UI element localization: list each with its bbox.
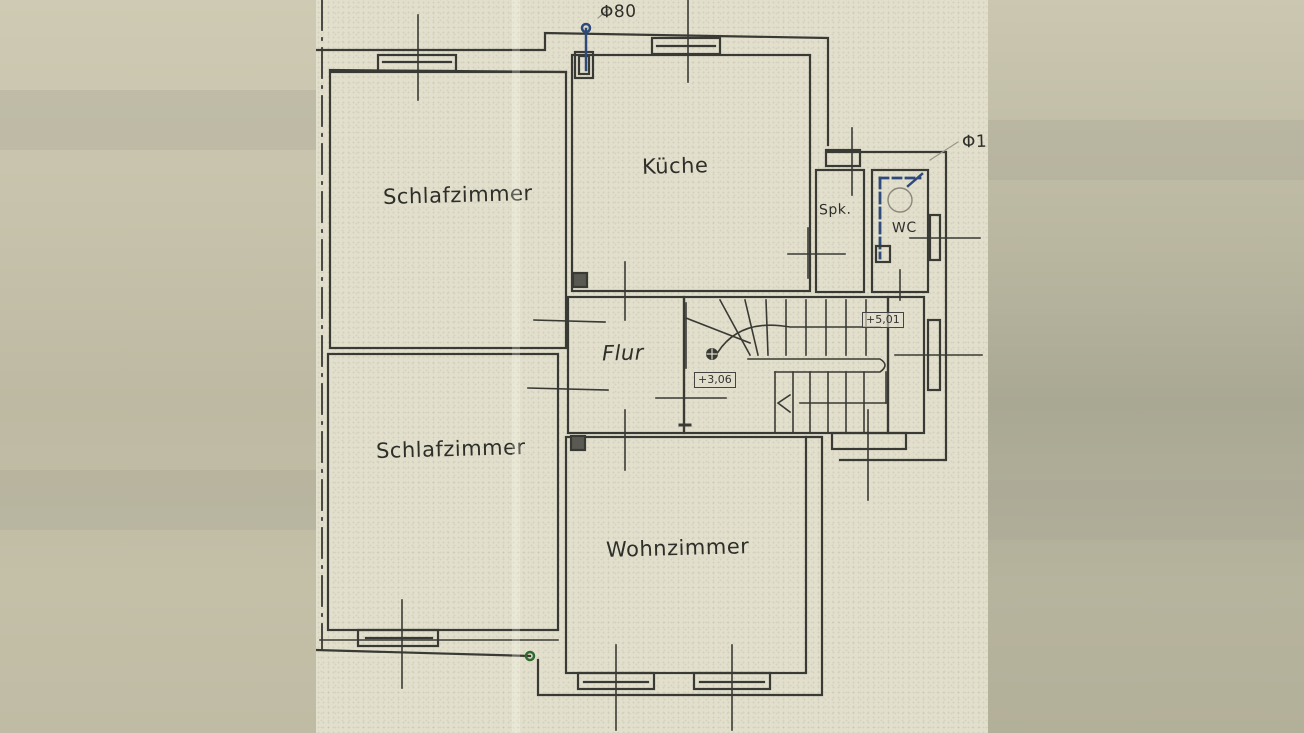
level-marker-lower: +3,06: [694, 372, 736, 388]
pipe-diameter-label-top: Φ80: [599, 1, 637, 23]
room-label-speisekammer: Spk.: [818, 201, 852, 219]
level-marker-upper: +5,01: [862, 312, 904, 328]
room-label-wohnzimmer: Wohnzimmer: [605, 534, 750, 562]
blurred-background-left: [0, 0, 316, 733]
room-label-flur: Flur: [601, 340, 645, 366]
floor-plan-drawing: [316, 0, 983, 731]
room-label-kueche: Küche: [641, 153, 709, 179]
pipe-diameter-label-right: Φ1: [961, 131, 988, 153]
room-label-schlafzimmer-2: Schlafzimmer: [375, 435, 526, 463]
room-label-schlafzimmer-1: Schlafzimmer: [382, 181, 533, 209]
floor-plan-sheet: Küche Schlafzimmer Schlafzimmer Wohnzimm…: [316, 0, 988, 733]
blurred-background-right: [988, 0, 1304, 733]
room-label-wc: WC: [891, 219, 917, 237]
